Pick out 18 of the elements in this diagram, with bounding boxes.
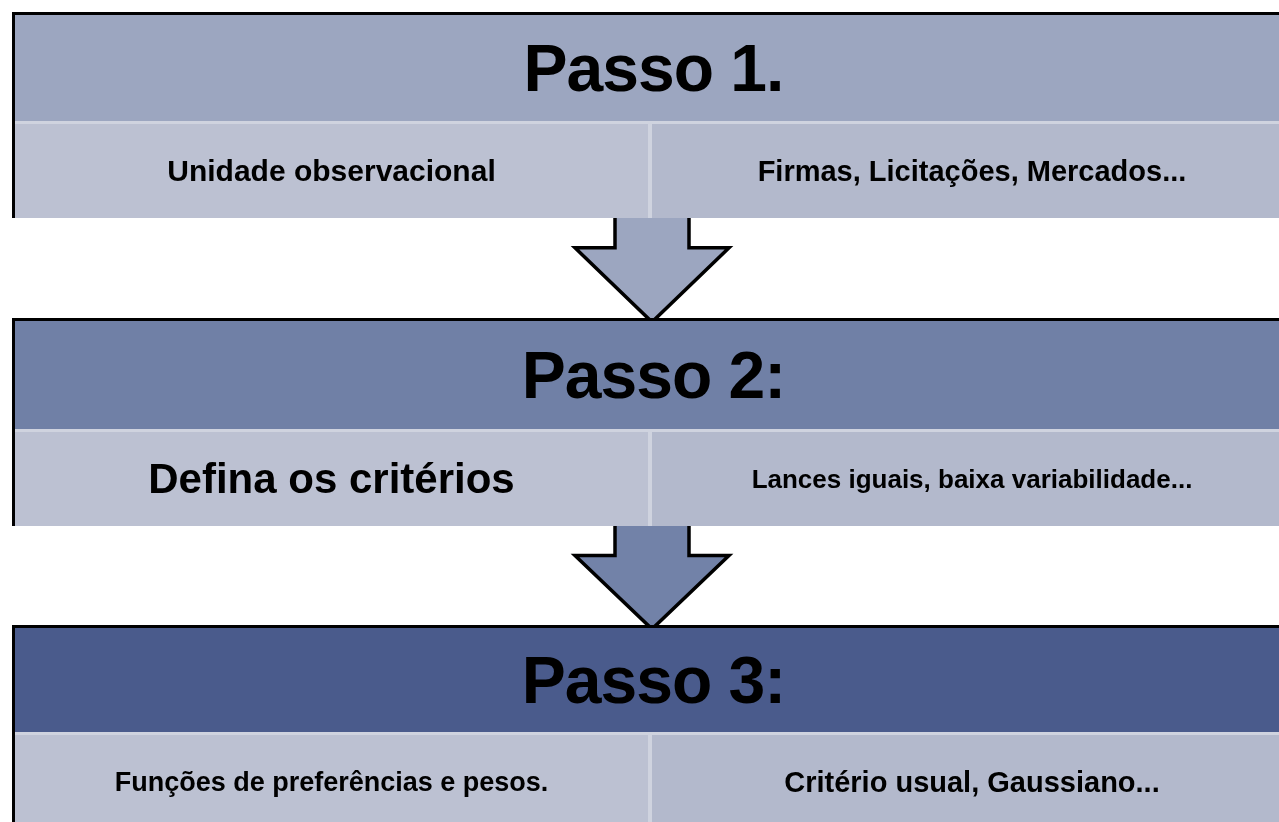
- step-panel: [12, 625, 1279, 822]
- step-title: Passo 1.: [523, 35, 784, 101]
- cell-text: Funções de preferências e pesos.: [114, 766, 549, 798]
- step-panel: [12, 12, 1279, 218]
- table-cell: [652, 124, 1279, 218]
- cell-text: Defina os critérios: [148, 455, 515, 503]
- step-panel: [12, 318, 1279, 526]
- cell-text: Critério usual, Gaussiano...: [784, 765, 1160, 799]
- step-title: Passo 3:: [521, 647, 786, 713]
- table-cell: [15, 735, 652, 822]
- table-cell: [15, 432, 652, 526]
- step-title: Passo 2:: [521, 342, 786, 408]
- table-cell: [652, 735, 1279, 822]
- cell-text: Lances iguais, baixa variabilidade...: [751, 463, 1193, 495]
- table-cell: [15, 124, 652, 218]
- cell-text: Firmas, Licitações, Mercados...: [757, 154, 1187, 188]
- cell-text: Unidade observacional: [167, 154, 496, 188]
- table-cell: [652, 432, 1279, 526]
